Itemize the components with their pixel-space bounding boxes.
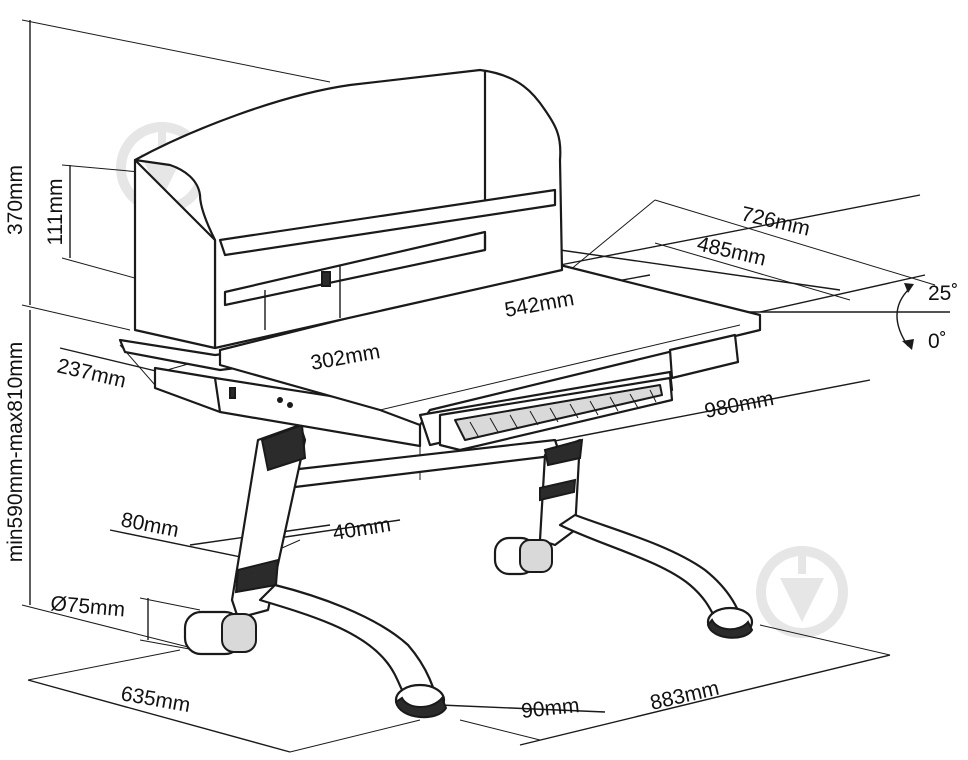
shelf-height-label: 111mm <box>44 179 67 246</box>
base-width-label: 883mm <box>648 677 721 715</box>
foot-width-label: 90mm <box>520 694 580 723</box>
tilt-max-label: 25˚ <box>928 282 958 305</box>
foot-diameter-label: Ø75mm <box>50 592 126 621</box>
hutch-depth-label: 237mm <box>55 354 128 392</box>
watermark-right-icon <box>756 546 848 638</box>
height-range-label: min590mm-max810mm <box>4 342 27 563</box>
leg-width-80-label: 80mm <box>119 508 181 542</box>
desk-width-label: 980mm <box>703 387 776 423</box>
desk-depth-label: 726mm <box>739 202 812 240</box>
foot-depth-label: 635mm <box>119 682 192 717</box>
leg-width-40-label: 40mm <box>331 513 392 545</box>
tilt-min-label: 0˚ <box>928 330 947 353</box>
hutch-height-label: 370mm <box>4 165 27 235</box>
desk-illustration <box>118 68 762 719</box>
